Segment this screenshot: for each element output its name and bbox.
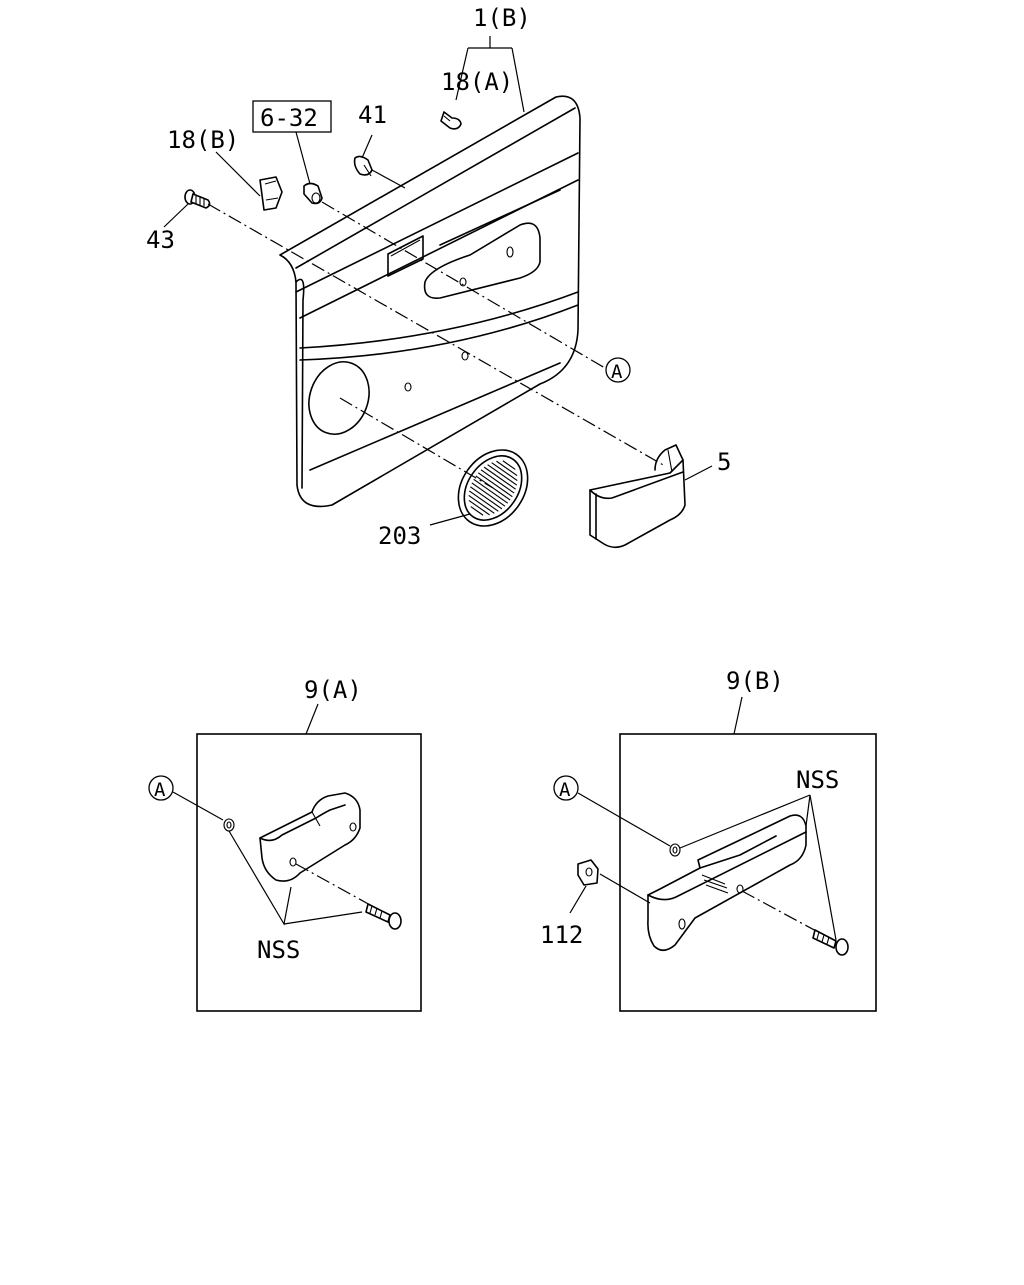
grille-slat (487, 464, 518, 486)
label-6-32: 6-32 (260, 104, 318, 132)
callout-labels: 1(B) 18(A) 6-32 41 18(B) 43 5 203 A (146, 4, 731, 550)
grille-slat (480, 469, 515, 494)
label-203: 203 (378, 522, 421, 550)
grille-slat (468, 490, 499, 512)
clip-18b-icon (259, 176, 283, 211)
clip-18a-icon (440, 111, 462, 130)
screw-9a-icon (365, 903, 402, 930)
grille-slat (496, 460, 518, 477)
armrest-9a-icon (259, 792, 361, 882)
label-1b: 1(B) (473, 4, 531, 32)
grille-slat (502, 460, 516, 470)
label-43: 43 (146, 226, 175, 254)
grille-slat (477, 472, 513, 498)
label-18a: 18(A) (441, 68, 513, 96)
armrest-cover-5 (589, 444, 686, 549)
detail-9b-ref-a: A (559, 779, 571, 801)
detail-9a: 9(A) A NSS (148, 676, 422, 1012)
grille-slat (471, 482, 506, 507)
screw-9b-icon (812, 929, 849, 956)
detail-9a-ref-a: A (154, 779, 166, 801)
ref-box-6-32 (252, 100, 332, 133)
grille-slat (468, 499, 490, 516)
grille-slat (491, 462, 518, 482)
detail-9a-nss: NSS (257, 936, 300, 964)
screw-43-icon (184, 189, 211, 209)
detail-9b-nss: NSS (796, 766, 839, 794)
grille-slat (473, 478, 509, 504)
detail-9b: 9(B) A 112 (540, 667, 877, 1012)
label-41: 41 (358, 101, 387, 129)
detail-9b-112: 112 (540, 921, 583, 949)
detail-9a-title: 9(A) (304, 676, 362, 704)
ref-a-circle (605, 357, 631, 383)
ref-a-label: A (611, 361, 623, 383)
grille-slat (468, 494, 495, 514)
clip-112-icon (577, 859, 599, 886)
armrest-9b-icon (647, 814, 807, 952)
grommet-icon (303, 182, 323, 205)
door-trim-panel (279, 95, 581, 508)
grille-slat (470, 486, 503, 510)
grille-slat (470, 506, 484, 516)
detail-9b-title: 9(B) (726, 667, 784, 695)
label-5: 5 (717, 448, 731, 476)
grille-slat (483, 466, 516, 490)
clip-41-icon (353, 155, 373, 177)
assembly-lines (163, 36, 713, 526)
label-18b: 18(B) (167, 126, 239, 154)
